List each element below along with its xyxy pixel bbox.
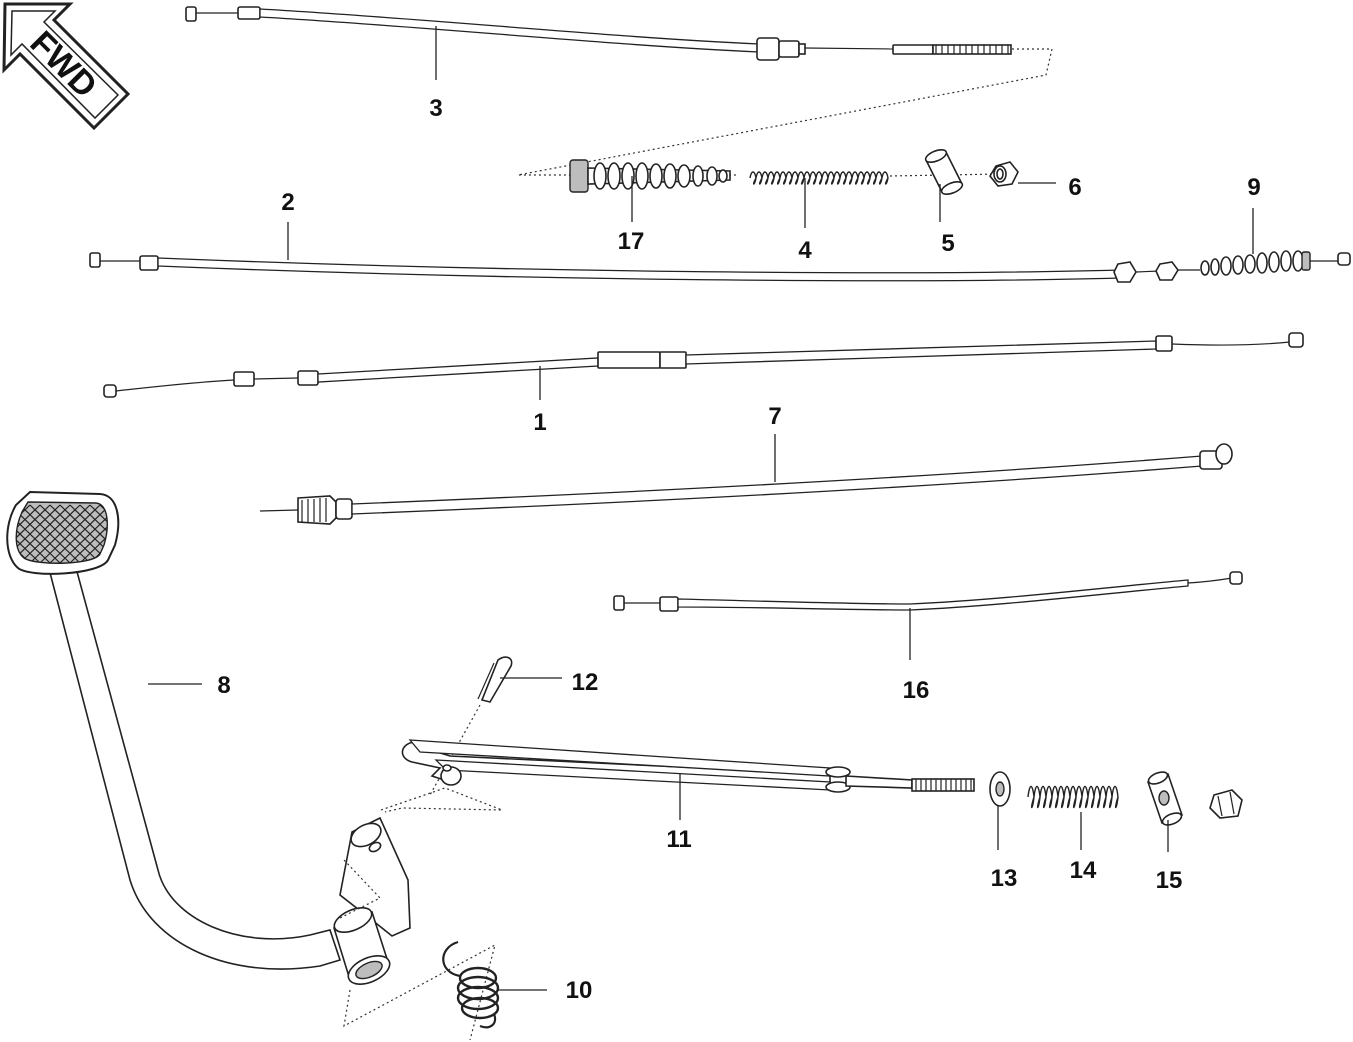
callout-1: 1 [533, 409, 546, 436]
part-1-cable [103, 332, 1304, 398]
leader-lines [148, 26, 1254, 991]
part-4-spring [749, 171, 889, 185]
fwd-arrow-badge: FWD [2, 2, 131, 131]
adjuster-nut [1209, 789, 1243, 819]
part-13-washer [989, 771, 1011, 807]
part-2-cable [89, 250, 1351, 283]
callout-4: 4 [798, 237, 812, 264]
part-15-trunnion [1146, 771, 1184, 826]
part-3-cable [185, 6, 1012, 61]
callout-11: 11 [666, 826, 691, 853]
callout-6: 6 [1068, 174, 1081, 201]
callout-3: 3 [429, 95, 442, 122]
fwd-arrow-icon [2, 2, 131, 131]
part-17-rubber-boot [569, 159, 731, 193]
callout-8: 8 [217, 672, 230, 699]
part-11-brake-rod [401, 739, 975, 793]
callout-9: 9 [1247, 174, 1260, 201]
part-8-brake-pedal [6, 490, 411, 985]
callout-15: 15 [1156, 867, 1183, 894]
callout-14: 14 [1070, 857, 1097, 884]
callout-7: 7 [768, 403, 781, 430]
part-14-spring [1027, 785, 1119, 809]
callout-10: 10 [566, 977, 593, 1004]
part-5-collar [924, 148, 964, 196]
part-6-nut [989, 161, 1019, 187]
part-7-cable [259, 443, 1233, 525]
part-10-return-spring [442, 940, 500, 1029]
part-16-cable [613, 571, 1243, 612]
callout-13: 13 [991, 865, 1018, 892]
callout-16: 16 [903, 677, 930, 704]
callout-labels: 1 2 3 4 5 6 7 8 9 10 11 12 13 14 15 16 1… [217, 95, 1260, 1004]
callout-17: 17 [618, 228, 645, 255]
callout-12: 12 [572, 669, 599, 696]
callout-2: 2 [281, 189, 294, 216]
callout-5: 5 [941, 230, 954, 257]
